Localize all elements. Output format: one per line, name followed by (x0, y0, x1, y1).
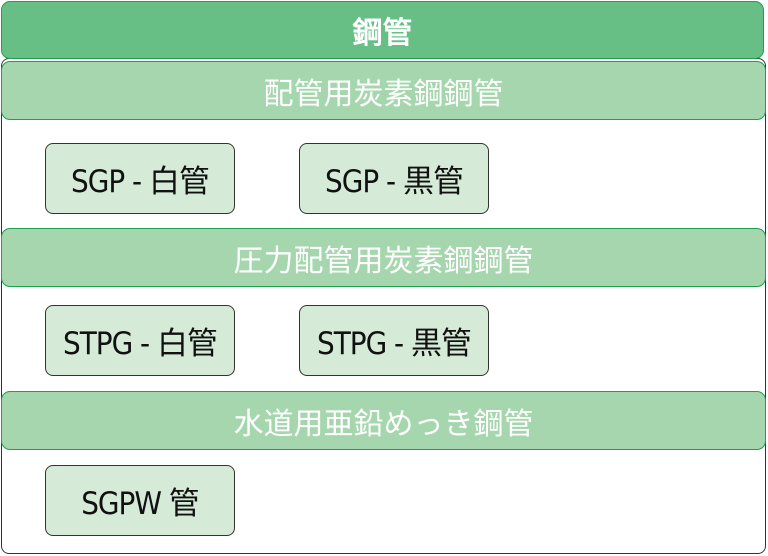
item-sgp-black-pipe[interactable]: SGP - 黒管 (299, 143, 489, 214)
item-stpg-black-pipe[interactable]: STPG - 黒管 (299, 305, 489, 376)
diagram-title: 鋼管 (1, 1, 764, 59)
section-header-sgpw: 水道用亜鉛めっき鋼管 (1, 391, 766, 450)
section-header-sgp: 配管用炭素鋼鋼管 (1, 61, 766, 120)
item-stpg-white-pipe[interactable]: STPG - 白管 (45, 305, 235, 376)
item-sgp-white-pipe[interactable]: SGP - 白管 (45, 143, 235, 214)
section-header-stpg: 圧力配管用炭素鋼鋼管 (1, 228, 766, 287)
item-sgpw-pipe[interactable]: SGPW 管 (45, 465, 235, 536)
